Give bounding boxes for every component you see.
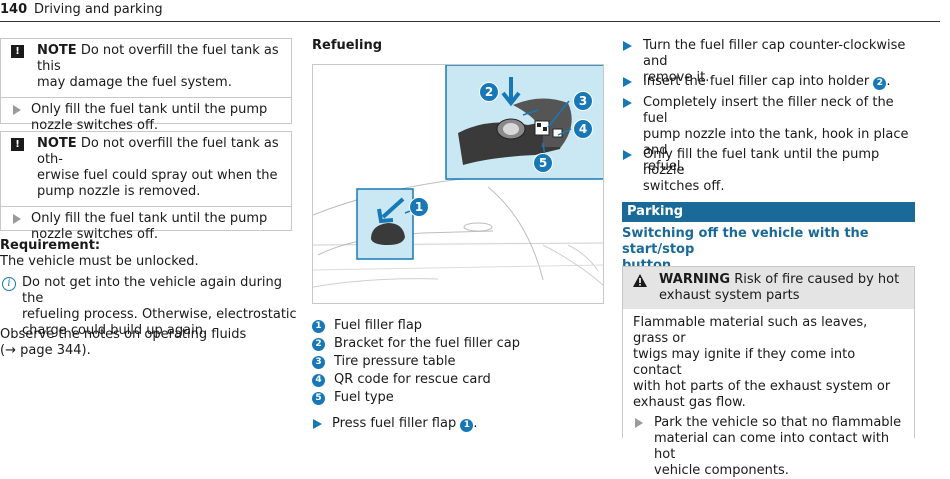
figure-label-3: 3 xyxy=(573,91,593,111)
step-3-l3: refuel. xyxy=(643,159,685,174)
press-flap-ref-number: 1 xyxy=(460,419,474,432)
note-2-text-l1: Do not overfill the fuel tank as oth- xyxy=(37,136,279,167)
parking-subheading: Switching off the vehicle with the start… xyxy=(622,226,915,278)
figure-label-4: 4 xyxy=(573,119,593,139)
legend-text-1: Fuel filler flap xyxy=(334,318,423,333)
info-text-l3: charge could build up again. xyxy=(22,323,208,338)
instruction-arrow-icon xyxy=(13,105,21,115)
figure-label-5: 5 xyxy=(533,153,553,173)
refueling-illustration xyxy=(313,65,603,303)
note-2-label: NOTE xyxy=(37,136,77,151)
info-block: i Do not get into the vehicle again duri… xyxy=(0,275,300,339)
warning-text-l2: exhaust system parts xyxy=(659,288,800,303)
warning-instr-l3: vehicle components. xyxy=(654,463,789,478)
step-2-text: Insert the fuel filler cap into holder xyxy=(643,74,870,89)
requirement-block: Requirement: The vehicle must be unlocke… xyxy=(0,238,300,270)
warning-instruction: Park the vehicle so that no flammable ma… xyxy=(623,411,914,479)
parking-section-bar: Parking xyxy=(622,202,915,222)
step-3-l1: Completely insert the filler neck of the… xyxy=(643,95,894,126)
legend-number-4: 4 xyxy=(312,374,325,387)
note-1-separator xyxy=(1,97,291,98)
instruction-arrow-icon xyxy=(635,418,643,428)
info-text-l1: Do not get into the vehicle again during… xyxy=(22,275,283,306)
legend-number-2: 2 xyxy=(312,338,325,351)
note-2-instr-l2: nozzle switches off. xyxy=(31,227,159,242)
step-3: Completely insert the filler neck of the… xyxy=(622,95,922,175)
warning-text-l1: Risk of fire caused by hot xyxy=(730,272,900,287)
note-1-instr-l1: Only fill the fuel tank until the pump xyxy=(31,102,268,117)
step-4-l1: Only fill the fuel tank until the pump n… xyxy=(643,147,880,178)
note-box-1: ! NOTE Do not overfill the fuel tank as … xyxy=(0,38,292,133)
note-2-instr-l1: Only fill the fuel tank until the pump xyxy=(31,211,268,226)
page-number: 140 xyxy=(0,2,28,17)
note-2-separator xyxy=(1,206,291,207)
legend-text-5: Fuel type xyxy=(334,390,394,405)
step-1: Turn the fuel filler cap counter-clockwi… xyxy=(622,38,922,86)
warning-body-l2: twigs may ignite if they come into conta… xyxy=(633,347,856,378)
legend-text-4: QR code for rescue card xyxy=(334,372,491,387)
step-2-end: . xyxy=(886,74,891,89)
exclamation-icon: ! xyxy=(11,138,24,151)
step-2: Insert the fuel filler cap into holder 2… xyxy=(622,74,922,90)
warning-box: WARNING Risk of fire caused by hot exhau… xyxy=(622,266,915,478)
observe-notes: Observe the notes on operating fluids (→… xyxy=(0,327,300,359)
step-4: Only fill the fuel tank until the pump n… xyxy=(622,147,922,195)
warning-heading: WARNING Risk of fire caused by hot exhau… xyxy=(623,267,914,309)
warning-instr-l1: Park the vehicle so that no flammable xyxy=(654,415,902,430)
step-arrow-icon xyxy=(623,41,632,51)
section-title: Driving and parking xyxy=(34,2,163,17)
legend-number-1: 1 xyxy=(312,320,325,333)
warning-body-l1: Flammable material such as leaves, grass… xyxy=(633,315,868,346)
info-text-l2: refueling process. Otherwise, electrosta… xyxy=(22,307,297,322)
step-2-ref-number: 2 xyxy=(873,77,887,90)
note-1-instr-l2: nozzle switches off. xyxy=(31,118,159,133)
observe-page-link[interactable]: (→ page 344). xyxy=(0,343,91,358)
press-flap-step: Press fuel filler flap 1. xyxy=(312,416,602,432)
step-arrow-icon xyxy=(313,419,322,429)
refueling-figure: 2 3 4 5 1 xyxy=(312,64,604,304)
step-3-l2: pump nozzle into the tank, hook in place… xyxy=(643,127,909,158)
step-4-l2: switches off. xyxy=(643,179,725,194)
press-flap-end: . xyxy=(473,416,478,431)
instruction-arrow-icon xyxy=(13,214,21,224)
note-box-2: ! NOTE Do not overfill the fuel tank as … xyxy=(0,131,292,242)
legend-text-2: Bracket for the fuel filler cap xyxy=(334,336,520,351)
warning-body-l4: exhaust gas flow. xyxy=(633,395,746,410)
note-1-heading: ! NOTE Do not overfill the fuel tank as … xyxy=(1,39,291,97)
requirement-heading: Requirement: xyxy=(0,238,101,253)
note-2-text-l3: pump nozzle is removed. xyxy=(37,184,201,199)
note-1-label: NOTE xyxy=(37,43,77,58)
step-1-l1: Turn the fuel filler cap counter-clockwi… xyxy=(643,38,906,69)
warning-instr-l2: material can come into contact with hot xyxy=(654,431,890,462)
exclamation-icon: ! xyxy=(11,45,24,58)
warning-body-l3: with hot parts of the exhaust system or xyxy=(633,379,891,394)
requirement-text: The vehicle must be unlocked. xyxy=(0,254,199,269)
legend-number-5: 5 xyxy=(312,392,325,405)
note-1-instruction: Only fill the fuel tank until the pump n… xyxy=(1,98,291,140)
figure-label-2: 2 xyxy=(479,82,499,102)
step-1-l2: remove it. xyxy=(643,70,710,85)
figure-label-1: 1 xyxy=(409,197,429,217)
step-arrow-icon xyxy=(623,98,632,108)
legend-number-3: 3 xyxy=(312,356,325,369)
refueling-heading: Refueling xyxy=(312,38,383,53)
note-2-instruction: Only fill the fuel tank until the pump n… xyxy=(1,207,291,249)
note-1-text-l2: may damage the fuel system. xyxy=(37,75,232,90)
step-arrow-icon xyxy=(623,150,632,160)
observe-text-l1: Observe the notes on operating fluids xyxy=(0,327,247,342)
warning-body: Flammable material such as leaves, grass… xyxy=(623,309,914,411)
warning-triangle-icon xyxy=(633,274,647,287)
info-icon: i xyxy=(2,277,16,291)
note-1-text-l1: Do not overfill the fuel tank as this xyxy=(37,43,279,74)
note-2-text-l2: erwise fuel could spray out when the xyxy=(37,168,278,183)
legend-text-3: Tire pressure table xyxy=(334,354,456,369)
note-2-heading: ! NOTE Do not overfill the fuel tank as … xyxy=(1,132,291,206)
page-header: 140 Driving and parking xyxy=(0,0,940,22)
step-arrow-icon xyxy=(623,77,632,87)
subheading-l1: Switching off the vehicle with the start… xyxy=(622,226,869,257)
warning-label: WARNING xyxy=(659,272,731,287)
press-flap-text: Press fuel filler flap xyxy=(332,416,457,431)
